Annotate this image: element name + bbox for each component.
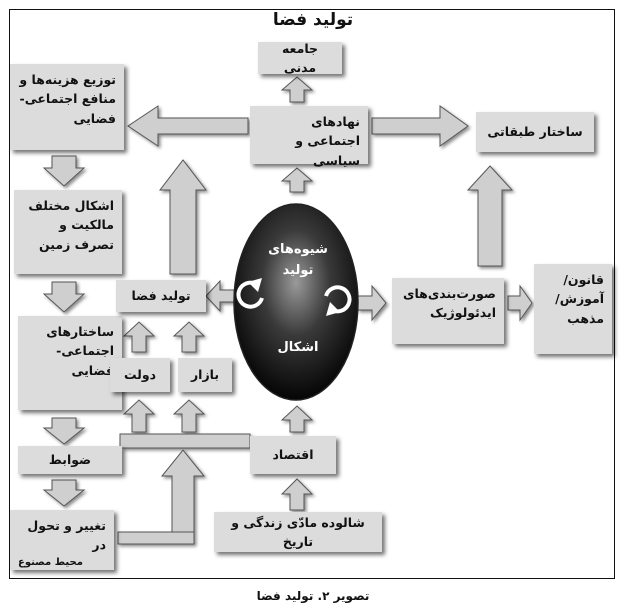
arrow-oval-to-nahadha: [280, 167, 314, 193]
diagram-title: تولید فضا: [272, 10, 354, 30]
arrow-oval-to-soorat: [357, 284, 387, 322]
arrow-soorat-up: [466, 165, 514, 267]
box-soorat: صورت‌بندی‌های ایدئولوژیک: [392, 278, 504, 344]
arrow-bazar-up: [172, 321, 206, 353]
oval-top-label: شیوه‌های تولید: [268, 242, 328, 278]
box-nahadha: نهادهای اجتماعی و سیاسی: [250, 106, 368, 168]
arrow-tozi-down: [42, 155, 86, 187]
figure-caption: تصویر ۲. تولید فضا: [256, 589, 370, 603]
box-zavabet: ضوابط: [18, 446, 122, 474]
box-sakhtar-tabaqati: ساختار طبقاتی: [476, 112, 594, 152]
arrow-soorat-to-ghanoon: [507, 284, 533, 322]
box-eghtesad: اقتصاد: [250, 436, 336, 474]
cycle-arrowhead-left: [248, 278, 262, 292]
arrow-sakhtarha-down: [42, 417, 86, 445]
box-jamee-madani: جامعه مدنی: [258, 41, 342, 75]
arrow-taghir-up: [160, 449, 206, 539]
production-modes-oval: [233, 203, 359, 401]
taghir-line2: محیط مصنوع: [18, 556, 83, 568]
arrow-dolat-up: [122, 321, 156, 353]
box-ashkal-malekiyat: اشکال مختلف مالکیت و تصرف زمین: [14, 190, 122, 274]
connector-bar: [119, 433, 251, 449]
cycle-arrow-left: [236, 280, 264, 309]
arrow-bar-to-dolat: [122, 399, 156, 433]
arrow-to-jamee-madani: [280, 76, 314, 103]
arrow-eghtesad-to-oval: [280, 405, 314, 433]
arrow-taghir-base: [117, 531, 195, 545]
box-tolid-faza: تولید فضا: [116, 280, 206, 312]
cycle-arrow-right: [324, 285, 352, 314]
arrow-ashkal-down: [42, 281, 86, 313]
box-ghanoon: قانون/ آموزش/ مذهب: [534, 264, 612, 354]
arrow-bar-to-bazar: [172, 399, 206, 433]
box-sakhtarha: ساختارهای اجتماعی- فضایی: [18, 316, 122, 410]
box-dolat: دولت: [110, 358, 170, 392]
box-shalvode: شالوده مادّی زندگی و تاریخ: [214, 512, 382, 552]
cycle-arrowhead-right: [326, 302, 340, 316]
box-bazar: بازار: [178, 358, 232, 392]
arrow-to-sakhtar-tabaqati: [371, 105, 469, 147]
box-tozi: توزیع هزینه‌ها و منافع اجتماعی- فضایی: [10, 64, 124, 150]
arrow-shalvode-to-eghtesad: [280, 478, 314, 511]
arrow-tolid-faza-up: [158, 159, 208, 275]
arrow-to-tozi: [127, 105, 249, 147]
arrow-oval-to-tolid-faza: [205, 279, 235, 313]
box-taghir: تغییر و تحول در محیط مصنوع: [10, 510, 114, 570]
taghir-line1: تغییر و تحول در: [27, 518, 106, 553]
oval-bottom-label: اشکال: [277, 340, 319, 355]
arrow-zavabet-down: [42, 479, 86, 507]
